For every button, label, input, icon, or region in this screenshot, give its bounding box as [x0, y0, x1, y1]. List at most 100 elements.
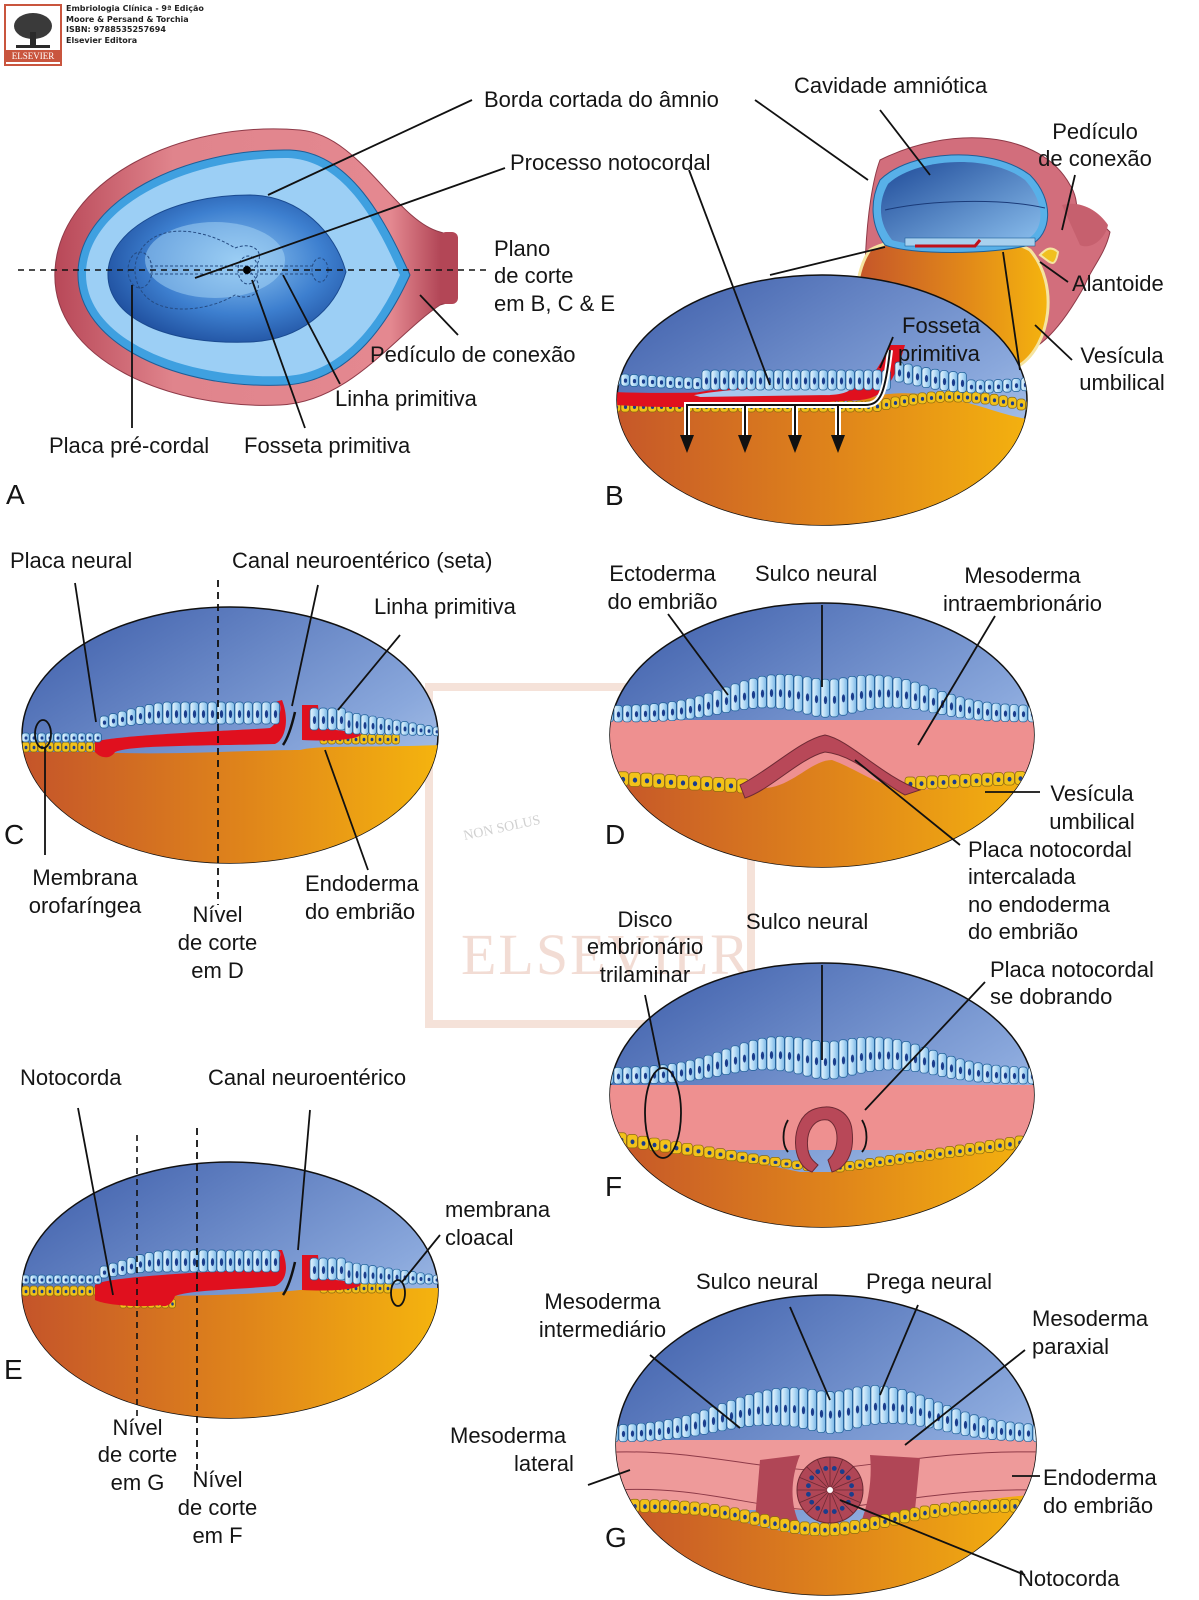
cell-nucleus: [321, 1266, 326, 1275]
label-endoderma-g-1: Endoderma: [1043, 1465, 1157, 1490]
cell-nucleus: [403, 726, 407, 732]
cell-nucleus: [379, 1273, 383, 1280]
cell-nucleus: [683, 1505, 687, 1511]
cell-nucleus: [703, 1507, 707, 1513]
cell-nucleus: [129, 714, 134, 721]
cell-nucleus: [751, 690, 756, 699]
label-pediculo-2: de conexão: [1038, 146, 1152, 171]
cell-nucleus: [80, 1278, 84, 1282]
cell-nucleus: [882, 1402, 887, 1411]
cell-nucleus: [632, 378, 637, 384]
cell-nucleus: [102, 1270, 107, 1275]
cell-nucleus: [688, 1067, 693, 1076]
label-notocorda-g: Notocorda: [1018, 1566, 1120, 1591]
cell-nucleus: [938, 1152, 942, 1157]
cell-nucleus: [906, 371, 911, 379]
cell-nucleus: [32, 1289, 36, 1294]
cell-nucleus: [931, 1059, 936, 1068]
cell-nucleus: [729, 1154, 734, 1158]
cell-nucleus: [909, 1406, 914, 1415]
cell-nucleus: [192, 1258, 197, 1267]
cell-nucleus: [246, 710, 251, 719]
cell-nucleus: [945, 1415, 950, 1424]
cell-nucleus: [749, 377, 754, 385]
cell-nucleus: [963, 1505, 967, 1511]
cell-nucleus: [974, 778, 979, 784]
cell-nucleus: [976, 1069, 981, 1077]
label-vesicula-d-2: umbilical: [1049, 809, 1135, 834]
cell-nucleus: [933, 376, 938, 384]
label-membrana-cloacal-2: cloacal: [445, 1225, 514, 1250]
panel-a-drawing: [18, 99, 506, 429]
cell: [616, 1498, 620, 1513]
notochord-nucleus: [831, 1509, 837, 1514]
cell-nucleus: [837, 1409, 842, 1418]
cell-nucleus: [138, 1261, 143, 1268]
cell-nucleus: [1021, 1073, 1026, 1080]
cell-nucleus: [773, 1160, 778, 1165]
cell-nucleus: [733, 1056, 738, 1065]
cell-nucleus: [795, 1163, 800, 1168]
cell-nucleus: [1008, 1428, 1013, 1436]
cell-nucleus: [762, 1159, 767, 1163]
notochord-nucleus: [815, 1505, 821, 1511]
cell: [610, 1130, 616, 1146]
label-placa-notocordal-d-4: do embrião: [968, 919, 1079, 944]
cell-nucleus: [805, 1055, 810, 1064]
cell-nucleus: [679, 1069, 684, 1077]
label-linha-primitiva-c: Linha primitiva: [374, 594, 516, 619]
cell-nucleus: [776, 377, 781, 385]
cell-nucleus: [996, 777, 1001, 783]
cell-nucleus: [165, 710, 170, 719]
cell-nucleus: [653, 1504, 657, 1510]
cell-nucleus: [156, 1258, 161, 1267]
cell-nucleus: [273, 1258, 278, 1267]
cell-nucleus: [88, 745, 92, 750]
label-linha-primitiva-a: Linha primitiva: [335, 386, 477, 411]
label-placa-pre-cordal: Placa pré-cordal: [49, 433, 210, 458]
cell-nucleus: [386, 1286, 390, 1291]
cell-nucleus: [704, 781, 710, 787]
publisher-brand: ELSEVIER: [6, 50, 60, 62]
label-vesicula-2: umbilical: [1079, 370, 1165, 395]
label-pediculo-1: Pedículo: [1052, 119, 1138, 144]
cell-nucleus: [1017, 1429, 1022, 1437]
cell-nucleus: [715, 1061, 720, 1070]
cell-nucleus: [875, 377, 880, 385]
cell-nucleus: [371, 1272, 375, 1280]
cell-nucleus: [56, 1289, 60, 1294]
notochord-nucleus: [823, 1466, 829, 1471]
notochord-nucleus: [815, 1469, 821, 1475]
panel-letter-c: C: [4, 819, 25, 850]
cell-nucleus: [996, 384, 1001, 390]
cell-nucleus: [987, 384, 992, 390]
notochord-cell-boundary: [829, 1489, 861, 1503]
cell-nucleus: [924, 375, 929, 383]
panel-f-drawing: [609, 962, 1035, 1228]
cell-nucleus: [363, 1271, 367, 1279]
cell-nucleus: [913, 693, 918, 702]
cell-nucleus: [56, 745, 60, 750]
cell-nucleus: [728, 783, 734, 789]
cell-nucleus: [264, 710, 269, 719]
cell-nucleus: [228, 710, 233, 719]
cell-nucleus: [778, 1051, 783, 1060]
cell-nucleus: [785, 377, 790, 385]
cell: [619, 1498, 630, 1513]
cell-nucleus: [692, 781, 698, 787]
label-nivel-g-1: Nível: [112, 1415, 163, 1440]
cell-nucleus: [210, 710, 215, 719]
cell-nucleus: [355, 1270, 359, 1279]
label-placa-notocordal-d-3: no endoderma: [968, 892, 1110, 917]
cell: [1025, 770, 1034, 785]
cell-nucleus: [395, 725, 399, 731]
notochord-nucleus: [839, 1505, 845, 1511]
cell-nucleus: [758, 377, 763, 385]
cell-nucleus: [111, 718, 116, 724]
cell-nucleus: [985, 777, 990, 783]
cell-nucleus: [922, 1057, 927, 1066]
cell-nucleus: [949, 702, 954, 711]
cell-nucleus: [787, 689, 792, 698]
cell-nucleus: [973, 1505, 977, 1510]
cell-nucleus: [411, 1276, 415, 1281]
